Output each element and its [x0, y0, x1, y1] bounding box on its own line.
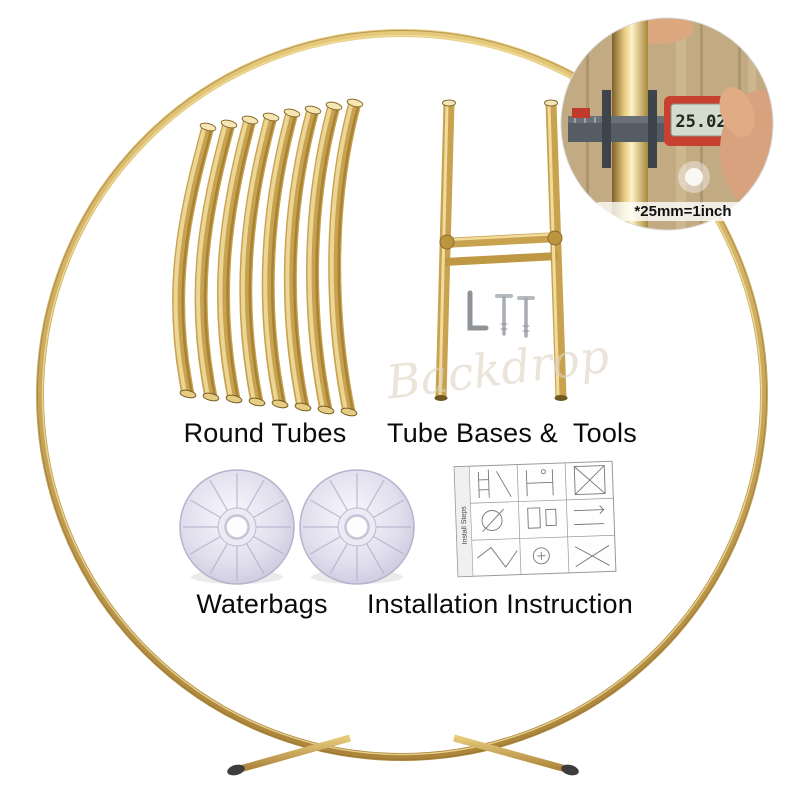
arch-ring [36, 29, 768, 761]
instruction-diagrams [477, 465, 610, 568]
waterbags-label: Waterbags [196, 589, 328, 619]
caliper-red-label [572, 108, 590, 118]
caliper-tool: 25.02 [568, 90, 773, 168]
allen-key [467, 290, 489, 331]
screw-1 [495, 294, 513, 336]
round-tubes-image [176, 98, 364, 417]
caliper-size-note: *25mm=1inch [596, 202, 770, 221]
arch-legs [227, 734, 579, 776]
instruction-side-label: Install Steps [461, 506, 469, 545]
screw-2 [517, 296, 535, 338]
leg-foot-left [227, 764, 245, 776]
installation-instruction-label: Installation Instruction [367, 589, 633, 619]
tube-base-image [434, 99, 568, 401]
caliper-reading: 25.02 [675, 112, 726, 132]
waterbag-right [298, 468, 416, 586]
leg-foot-right [561, 764, 579, 776]
round-tubes-label: Round Tubes [183, 418, 347, 448]
tools-image [467, 290, 535, 338]
tube-bases-tools-label: Tube Bases & Tools [387, 418, 637, 448]
caliper-inset: 25.02 [560, 17, 774, 231]
waterbag-left [178, 468, 296, 586]
instruction-sheet: Install Steps [453, 460, 617, 578]
